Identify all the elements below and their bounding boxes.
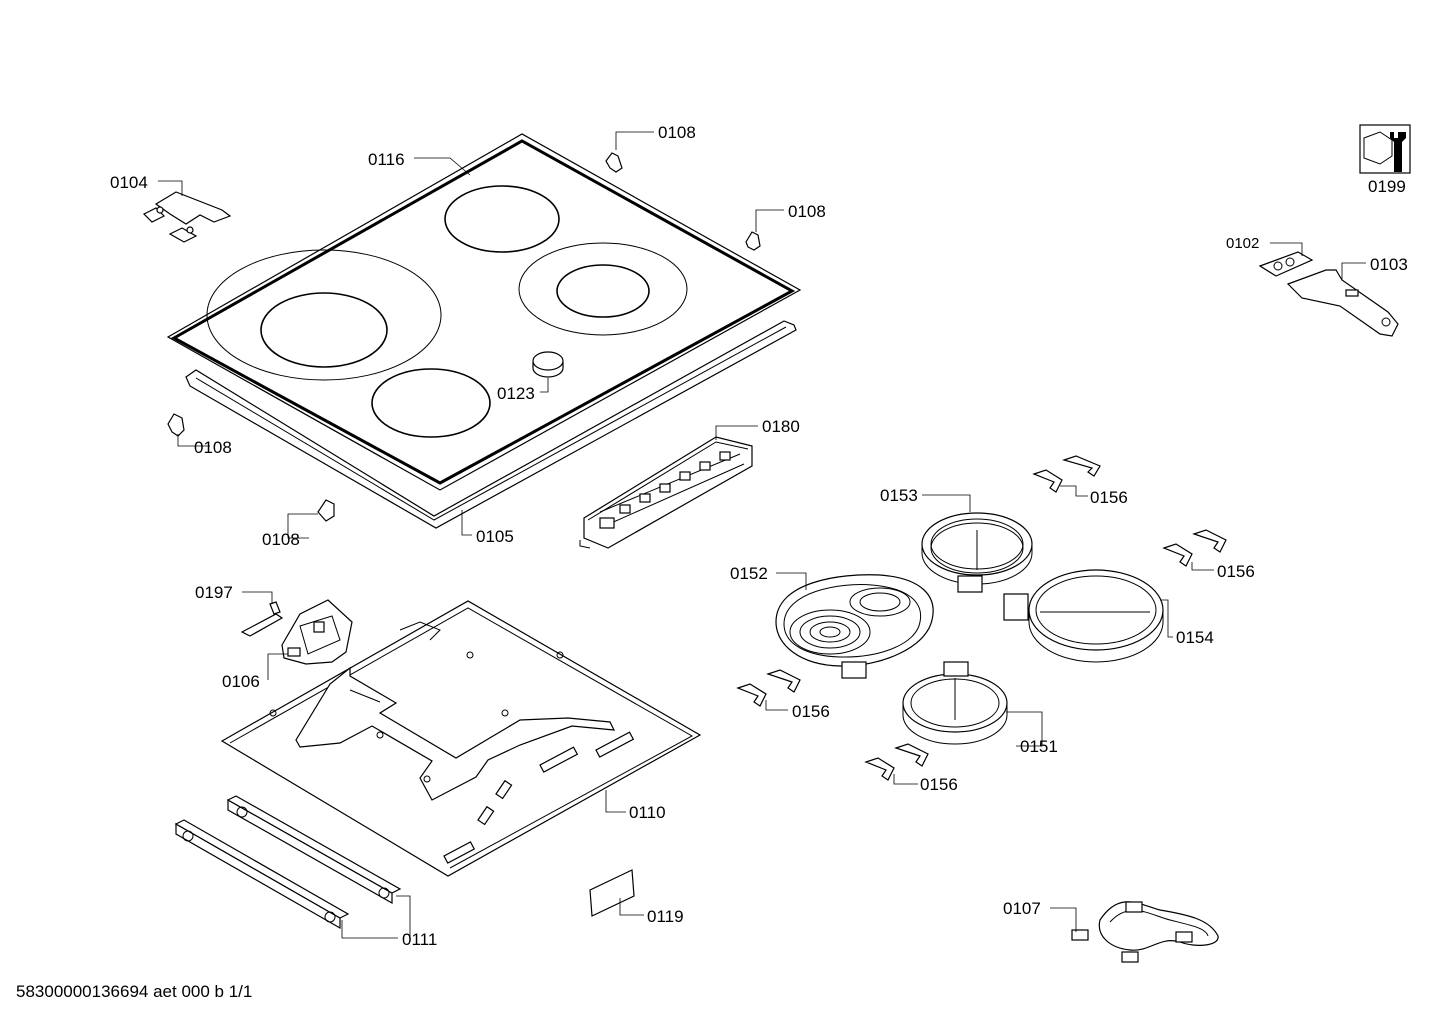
mounting-rails-0111 — [174, 795, 402, 930]
frame-gasket-drawing — [185, 320, 797, 529]
label-0123: 0123 — [497, 384, 535, 403]
drawing-reference-footer: 58300000136694 aet 000 b 1/1 — [16, 982, 252, 1001]
label-0107: 0107 — [1003, 899, 1041, 918]
rating-label-0119 — [589, 869, 635, 917]
label-0156-a: 0156 — [1090, 488, 1128, 507]
label-0156-b: 0156 — [1217, 562, 1255, 581]
leader-lines — [158, 131, 1366, 939]
bottom-housing-drawing — [220, 600, 702, 877]
label-0199: 0199 — [1368, 177, 1406, 196]
clip-0108-right — [745, 231, 761, 251]
clip-0108-left — [167, 413, 185, 437]
label-0111: 0111 — [402, 930, 437, 949]
retaining-clips-0156-b — [1162, 529, 1227, 567]
label-0116: 0116 — [368, 150, 405, 169]
label-0156-d: 0156 — [920, 775, 958, 794]
wrench-icon — [1359, 124, 1411, 174]
cable-harness-0107 — [1071, 901, 1219, 963]
label-0108-top: 0108 — [658, 123, 696, 142]
heating-element-0151 — [902, 661, 1008, 745]
label-0108-right: 0108 — [788, 202, 826, 221]
label-0154: 0154 — [1176, 628, 1214, 647]
label-0104: 0104 — [110, 173, 148, 192]
label-0152: 0152 — [730, 564, 768, 583]
label-0106: 0106 — [222, 672, 260, 691]
retaining-clips-0156-a — [1032, 455, 1101, 493]
label-0103: 0103 — [1370, 255, 1408, 274]
heating-element-0152 — [775, 574, 934, 679]
label-0108-bottom: 0108 — [262, 530, 300, 549]
heating-element-0154 — [1003, 569, 1164, 663]
label-0151: 0151 — [1020, 737, 1058, 756]
retaining-clips-0156-c — [736, 669, 801, 707]
terminal-bracket-0197 — [240, 601, 284, 637]
plate-0102 — [1258, 251, 1314, 277]
label-0105: 0105 — [476, 527, 514, 546]
label-0102: 0102 — [1226, 235, 1259, 252]
label-0180: 0180 — [762, 417, 800, 436]
sensor-knob-drawing — [532, 351, 564, 378]
label-0110: 0110 — [629, 803, 666, 822]
heating-element-0153 — [921, 512, 1033, 593]
clip-0108-top — [605, 152, 623, 173]
part-labels: 0116 0108 0108 0104 0108 0108 0105 0123 … — [110, 123, 1408, 949]
clip-0108-bottom — [317, 499, 335, 522]
label-0197: 0197 — [195, 583, 233, 602]
label-0153: 0153 — [880, 486, 918, 505]
control-module-drawing — [579, 436, 753, 549]
label-0156-c: 0156 — [792, 702, 830, 721]
label-0119: 0119 — [647, 907, 684, 926]
label-0108-left: 0108 — [194, 438, 232, 457]
glass-ceramic-top-drawing — [166, 133, 802, 491]
scraper-0103 — [1286, 269, 1399, 337]
terminal-block-0106 — [281, 599, 353, 665]
retaining-clips-0156-d — [864, 743, 929, 781]
bracket-set-0104 — [142, 191, 232, 243]
